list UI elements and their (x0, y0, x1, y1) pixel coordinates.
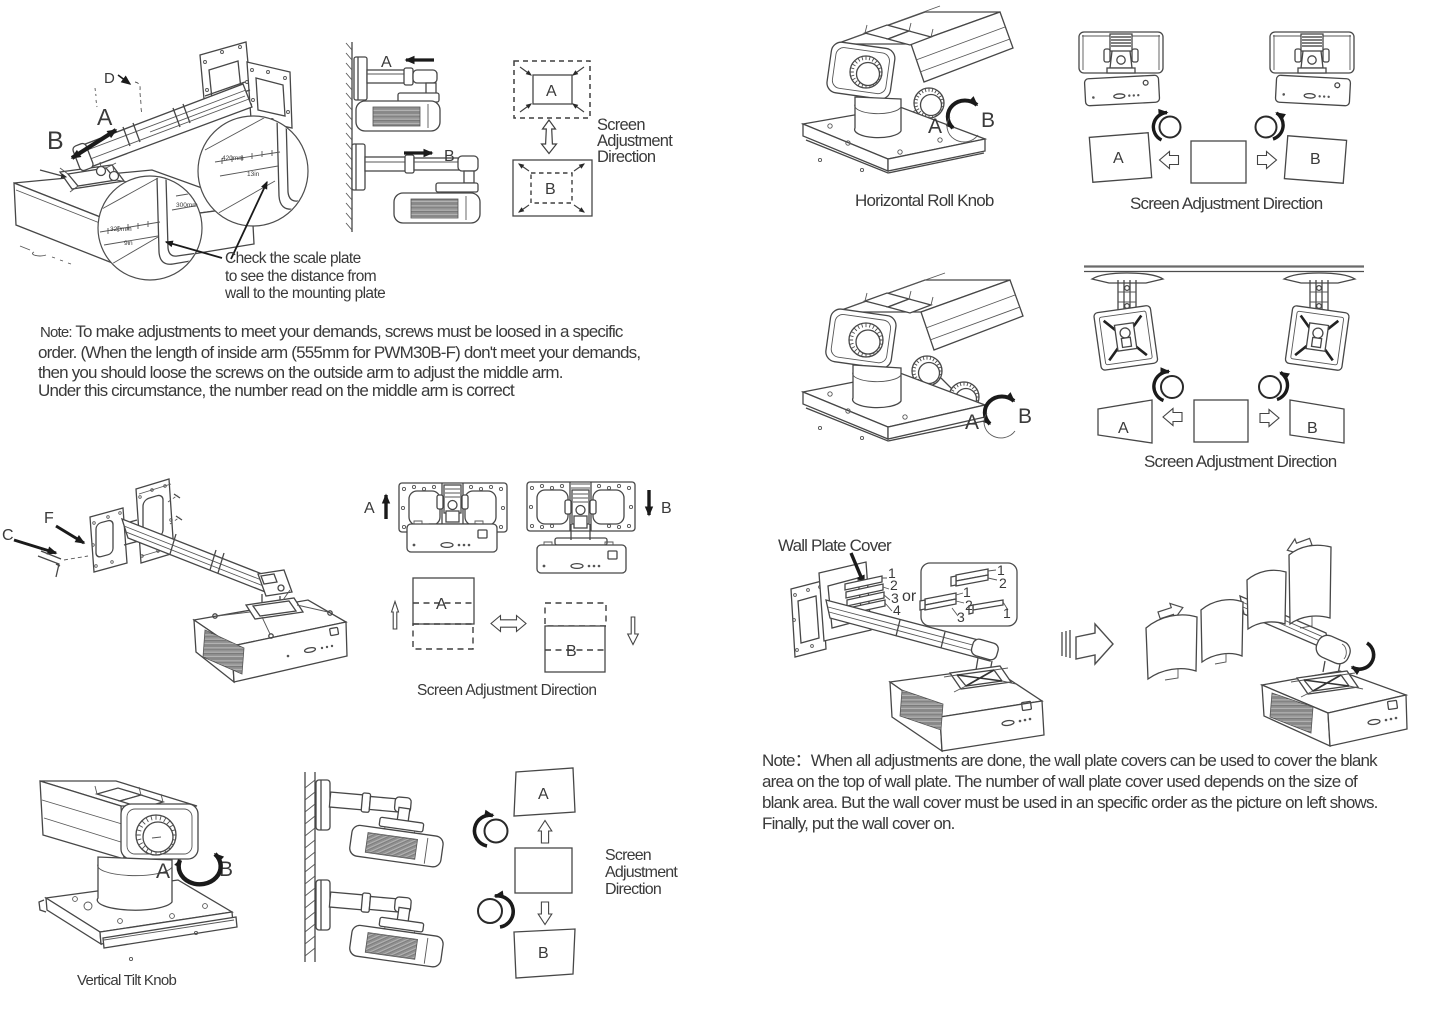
svg-text:B: B (661, 500, 672, 517)
svg-text:3: 3 (957, 609, 965, 625)
svg-text:A: A (436, 596, 447, 613)
svg-text:Vertical Tilt Knob: Vertical Tilt Knob (77, 972, 176, 989)
svg-text:1: 1 (888, 565, 896, 581)
svg-text:B: B (1018, 405, 1032, 428)
svg-text:Note：When all adjustments are: Note：When all adjustments are done, the … (762, 751, 1378, 770)
svg-text:2: 2 (890, 577, 898, 593)
svg-text:C: C (2, 527, 14, 544)
svg-text:Screen: Screen (605, 847, 651, 864)
svg-text:Direction: Direction (605, 881, 661, 898)
svg-text:Direction: Direction (597, 148, 656, 166)
svg-text:A: A (538, 786, 549, 803)
svg-text:A: A (97, 104, 113, 130)
svg-text:4: 4 (893, 602, 901, 618)
svg-text:B: B (545, 181, 556, 198)
svg-text:2: 2 (965, 597, 973, 613)
svg-text:Check the scale plate: Check the scale plate (225, 250, 361, 267)
svg-text:1: 1 (1003, 605, 1011, 621)
svg-text:Adjustment: Adjustment (597, 132, 673, 150)
svg-text:A: A (965, 411, 979, 434)
svg-text:300mm: 300mm (176, 202, 198, 209)
svg-text:B: B (981, 109, 995, 132)
svg-text:2: 2 (999, 575, 1007, 591)
svg-text:area on the top of wall plate.: area on the top of wall plate. The numbe… (762, 772, 1358, 791)
svg-text:Adjustment: Adjustment (605, 864, 678, 881)
svg-text:order. (When the length of ins: order. (When the length of inside arm (5… (38, 343, 640, 362)
svg-text:B: B (538, 945, 549, 962)
svg-text:A: A (1118, 420, 1129, 437)
svg-text:Screen Adjustment Direction: Screen Adjustment Direction (417, 682, 596, 699)
svg-text:B: B (566, 643, 577, 660)
svg-text:B: B (1307, 420, 1318, 437)
svg-text:Finally, put the wall cover on: Finally, put the wall cover on. (762, 814, 955, 833)
svg-text:9in: 9in (124, 240, 133, 247)
svg-text:Wall Plate Cover: Wall Plate Cover (778, 536, 892, 555)
svg-text:A: A (546, 83, 557, 100)
svg-text:B: B (1310, 151, 1321, 168)
svg-text:320mm: 320mm (110, 226, 132, 233)
svg-text:1: 1 (963, 584, 971, 600)
svg-text:A: A (381, 54, 392, 71)
svg-text:Screen Adjustment Direction: Screen Adjustment Direction (1144, 452, 1337, 471)
svg-text:3: 3 (891, 590, 899, 606)
svg-text:D: D (104, 70, 115, 87)
svg-text:Screen: Screen (597, 116, 645, 134)
svg-text:B: B (47, 127, 64, 155)
svg-text:to see the distance from: to see the distance from (225, 268, 376, 285)
svg-text:wall to the mounting plate: wall to the mounting plate (224, 285, 385, 302)
svg-text:A: A (364, 500, 375, 517)
svg-text:Note: To make adjustments to: Note: To make adjustments to meet your d… (40, 322, 624, 341)
svg-text:then you should loose the scr: then you should loose the screws on the … (38, 363, 563, 382)
svg-text:1: 1 (997, 562, 1005, 578)
svg-text:13in: 13in (247, 171, 260, 178)
svg-text:or: or (902, 588, 917, 605)
svg-text:A: A (1113, 150, 1124, 167)
svg-text:Horizontal Roll Knob: Horizontal Roll Knob (855, 191, 994, 210)
svg-text:Under this circumstance, the: Under this circumstance, the number read… (38, 380, 515, 400)
svg-text:blank area. But the wall cove: blank area. But the wall cover must be u… (762, 793, 1378, 812)
svg-text:B: B (444, 148, 455, 165)
svg-text:A: A (156, 860, 170, 883)
svg-text:F: F (44, 510, 54, 527)
svg-text:Screen Adjustment Direction: Screen Adjustment Direction (1130, 194, 1323, 213)
svg-text:A: A (928, 115, 942, 138)
svg-text:420mm: 420mm (222, 155, 244, 162)
